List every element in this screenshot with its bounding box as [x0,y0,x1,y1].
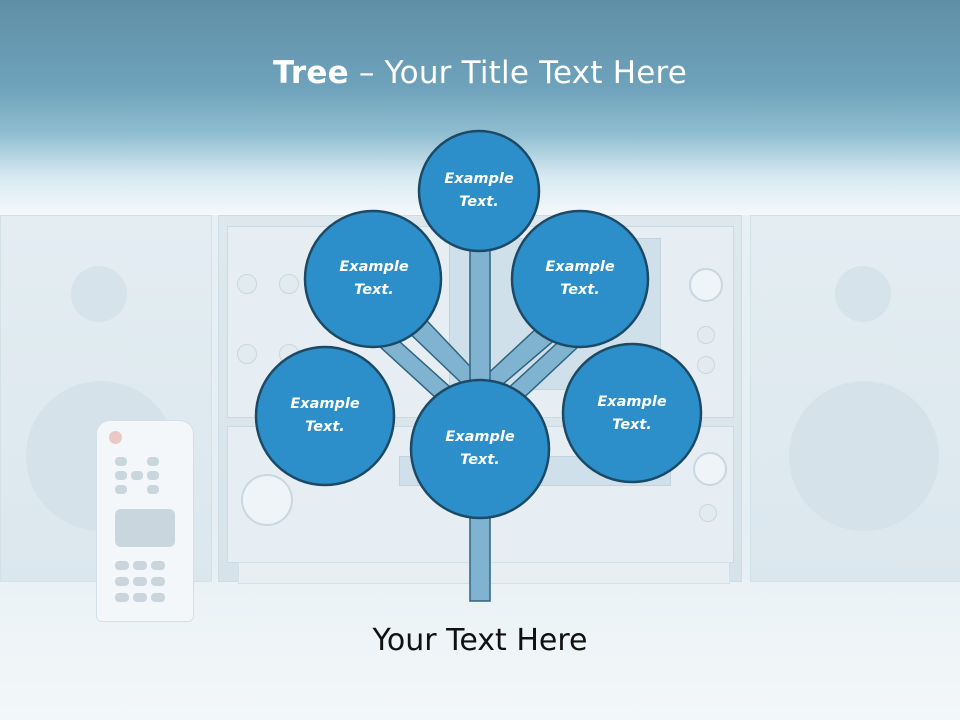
node-upper-right-line1: Example [545,259,615,275]
node-top [417,129,541,253]
footer-text: Your Text Here [372,623,588,658]
right-speaker [750,215,960,582]
title-rest: – Your Title Text Here [348,55,688,91]
node-lower-left-line1: Example [290,396,360,412]
node-lower-right-label: Example Text. [577,391,687,437]
node-center-label: Example Text. [425,426,535,472]
node-center-line2: Text. [460,452,500,468]
node-upper-left-label: Example Text. [319,256,429,302]
node-lower-right-line1: Example [597,394,667,410]
node-center-line1: Example [445,429,515,445]
node-lower-right [561,342,703,484]
nodes [254,129,703,520]
node-upper-right [510,209,650,349]
node-lower-left-label: Example Text. [270,393,380,439]
remote-control [96,420,194,622]
node-top-line1: Example [444,171,514,187]
node-lower-left [254,345,396,487]
title-bold: Tree [272,55,349,91]
slide-title: Tree – Your Title Text Here [0,55,960,91]
node-upper-right-label: Example Text. [525,256,635,302]
node-upper-right-line2: Text. [560,282,600,298]
node-upper-left-line1: Example [339,259,409,275]
node-lower-left-line2: Text. [305,419,345,435]
node-center [409,378,551,520]
node-top-line2: Text. [459,194,499,210]
node-top-label: Example Text. [424,168,534,214]
node-upper-left-line2: Text. [354,282,394,298]
node-upper-left [303,209,443,349]
node-lower-right-line2: Text. [612,417,652,433]
